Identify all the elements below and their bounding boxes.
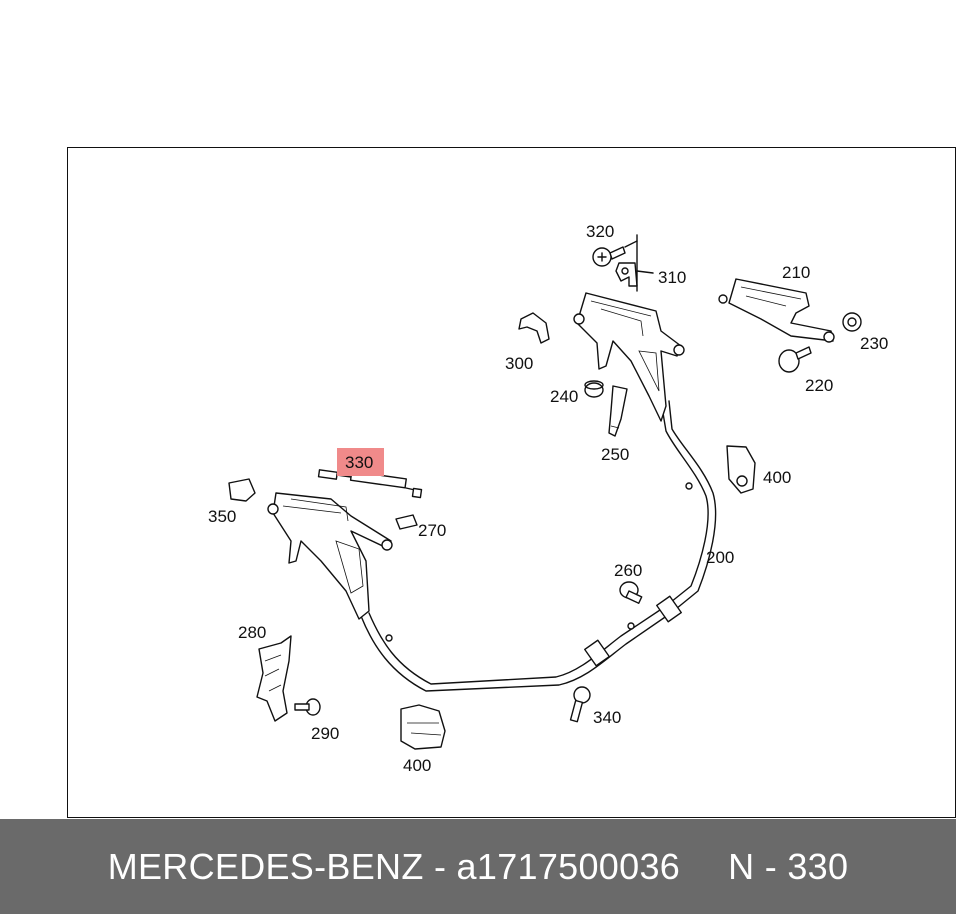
screw-320 bbox=[592, 240, 638, 267]
label-300: 300 bbox=[505, 354, 533, 373]
cap-300 bbox=[518, 312, 550, 344]
bolt-220 bbox=[778, 346, 812, 373]
ref-separator: - bbox=[764, 845, 778, 887]
label-320: 320 bbox=[586, 222, 614, 241]
label-400-right: 400 bbox=[763, 468, 791, 487]
label-330: 330 bbox=[345, 453, 373, 472]
brand-name: MERCEDES-BENZ bbox=[107, 845, 424, 887]
right-hinge-bracket bbox=[573, 292, 685, 422]
bracket-280 bbox=[256, 635, 292, 722]
left-hinge-bracket bbox=[267, 492, 393, 620]
label-200: 200 bbox=[706, 548, 734, 567]
parts-diagram: 320 310 210 230 220 300 240 250 400 330 … bbox=[208, 222, 888, 775]
highlight-box bbox=[337, 448, 384, 476]
ref-number: 330 bbox=[787, 845, 849, 887]
hinge-210 bbox=[718, 278, 835, 343]
nut-230 bbox=[842, 312, 862, 332]
strip-250 bbox=[608, 385, 628, 437]
parts-diagram-frame: 320 310 210 230 220 300 240 250 400 330 … bbox=[67, 147, 956, 818]
label-220: 220 bbox=[805, 376, 833, 395]
label-250: 250 bbox=[601, 445, 629, 464]
clip-350 bbox=[228, 478, 256, 502]
part-number: a1717500036 bbox=[456, 845, 681, 887]
label-280: 280 bbox=[238, 623, 266, 642]
label-210: 210 bbox=[782, 263, 810, 282]
label-350: 350 bbox=[208, 507, 236, 526]
label-310: 310 bbox=[658, 268, 686, 287]
caption-separator: - bbox=[433, 845, 447, 887]
bolt-260 bbox=[619, 581, 643, 604]
clip-310 bbox=[615, 234, 654, 292]
label-340: 340 bbox=[593, 708, 621, 727]
label-240: 240 bbox=[550, 387, 578, 406]
label-230: 230 bbox=[860, 334, 888, 353]
bolt-290 bbox=[294, 698, 321, 716]
buffer-400-bottom bbox=[400, 704, 446, 750]
label-400-bottom: 400 bbox=[403, 756, 431, 775]
rod-200 bbox=[360, 400, 717, 692]
label-270: 270 bbox=[418, 521, 446, 540]
footer-caption: MERCEDES-BENZ - a1717500036 N - 330 bbox=[0, 819, 956, 914]
bolt-340 bbox=[569, 686, 591, 723]
buffer-400-right bbox=[726, 445, 756, 494]
block-270 bbox=[395, 514, 418, 530]
ref-prefix: N bbox=[728, 845, 755, 887]
label-260: 260 bbox=[614, 561, 642, 580]
grommet-240 bbox=[584, 380, 604, 398]
label-290: 290 bbox=[311, 724, 339, 743]
